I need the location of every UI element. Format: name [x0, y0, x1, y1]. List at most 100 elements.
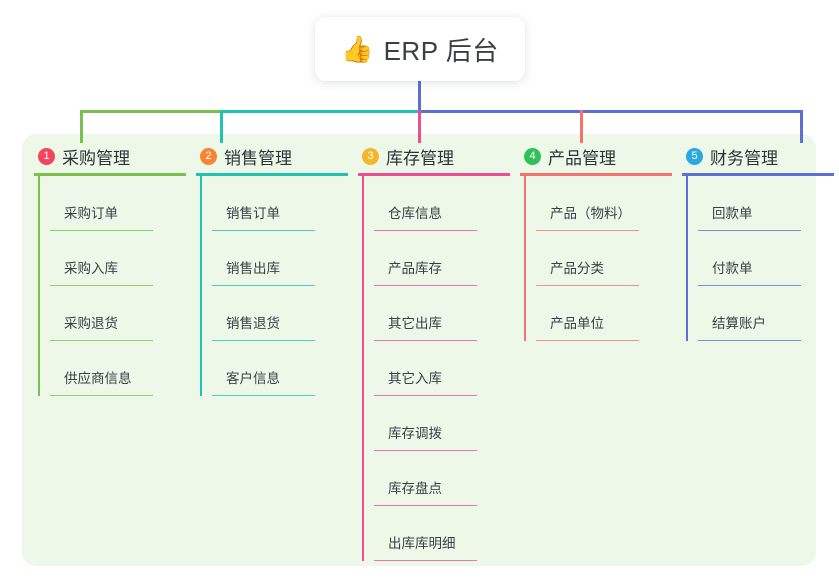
connector-bus-segment-3 [418, 110, 803, 113]
list-item-rule [698, 229, 801, 231]
list-item[interactable]: 付款单 [698, 231, 834, 286]
branch-column-1: 1 采购管理采购订单采购入库采购退货供应商信息 [34, 143, 186, 396]
list-item-rule [212, 284, 315, 286]
list-item-rule [212, 229, 315, 231]
column-spine [362, 176, 364, 561]
branch-column-3: 3 库存管理仓库信息产品库存其它出库其它入库库存调拨库存盘点出库库明细 [358, 143, 510, 561]
list-item-label: 其它出库 [388, 316, 442, 331]
column-spine [38, 176, 40, 396]
list-item-rule [536, 229, 639, 231]
column-header-rule [358, 173, 510, 176]
connector-drop-column-3 [418, 110, 421, 143]
connector-bus-segment-1 [80, 110, 220, 113]
list-item-rule [50, 339, 153, 341]
list-item[interactable]: 产品单位 [536, 286, 672, 341]
list-item-label: 客户信息 [226, 371, 280, 386]
list-item[interactable]: 销售退货 [212, 286, 348, 341]
column-badge-icon: 3 [362, 147, 379, 165]
list-item[interactable]: 出库库明细 [374, 506, 510, 561]
list-item-label: 库存盘点 [388, 481, 442, 496]
column-title: 销售管理 [224, 148, 292, 168]
connector-drop-column-4 [580, 110, 583, 143]
column-title: 采购管理 [62, 148, 130, 168]
list-item-label: 库存调拨 [388, 426, 442, 441]
column-badge-icon: 4 [524, 147, 541, 165]
thumbs-up-icon: 👍 [341, 34, 374, 64]
list-item-label: 付款单 [712, 261, 753, 276]
list-item-rule [374, 559, 477, 561]
column-header-rule [520, 173, 672, 176]
column-spine [524, 176, 526, 341]
diagram-background-panel [22, 134, 816, 566]
list-item-rule [212, 339, 315, 341]
list-item-rule [50, 284, 153, 286]
column-spine [200, 176, 202, 396]
root-node-erp-backend[interactable]: 👍 ERP 后台 [315, 17, 525, 81]
list-item-label: 产品分类 [550, 261, 604, 276]
list-item[interactable]: 产品库存 [374, 231, 510, 286]
column-header-4[interactable]: 4 产品管理 [520, 143, 672, 169]
column-header-rule [34, 173, 186, 176]
column-item-list: 回款单付款单结算账户 [682, 176, 834, 341]
column-title: 库存管理 [386, 148, 454, 168]
column-header-3[interactable]: 3 库存管理 [358, 143, 510, 169]
list-item-label: 供应商信息 [64, 371, 132, 386]
list-item-label: 销售出库 [226, 261, 280, 276]
list-item-rule [50, 394, 153, 396]
branch-column-2: 2 销售管理销售订单销售出库销售退货客户信息 [196, 143, 348, 396]
list-item[interactable]: 供应商信息 [50, 341, 186, 396]
list-item-label: 产品单位 [550, 316, 604, 331]
column-header-1[interactable]: 1 采购管理 [34, 143, 186, 169]
list-item[interactable]: 采购入库 [50, 231, 186, 286]
list-item-label: 其它入库 [388, 371, 442, 386]
list-item[interactable]: 采购退货 [50, 286, 186, 341]
branch-column-5: 5 财务管理回款单付款单结算账户 [682, 143, 834, 341]
list-item-rule [374, 504, 477, 506]
column-spine [686, 176, 688, 341]
column-header-5[interactable]: 5 财务管理 [682, 143, 834, 169]
list-item-rule [374, 449, 477, 451]
column-badge-icon: 1 [38, 147, 55, 165]
list-item[interactable]: 产品分类 [536, 231, 672, 286]
list-item-label: 采购入库 [64, 261, 118, 276]
list-item-label: 仓库信息 [388, 206, 442, 221]
connector-drop-column-1 [80, 110, 83, 143]
column-badge-icon: 5 [686, 147, 703, 165]
list-item[interactable]: 产品（物料） [536, 176, 672, 231]
connector-root-stem [418, 81, 421, 112]
connector-bus-segment-2 [220, 110, 418, 113]
list-item[interactable]: 销售出库 [212, 231, 348, 286]
list-item-label: 结算账户 [712, 316, 766, 331]
list-item-label: 销售订单 [226, 206, 280, 221]
column-header-2[interactable]: 2 销售管理 [196, 143, 348, 169]
list-item[interactable]: 其它出库 [374, 286, 510, 341]
connector-drop-column-5 [800, 110, 803, 143]
root-node-title: ERP 后台 [383, 35, 499, 66]
list-item-label: 产品库存 [388, 261, 442, 276]
list-item[interactable]: 回款单 [698, 176, 834, 231]
list-item-rule [698, 284, 801, 286]
list-item[interactable]: 仓库信息 [374, 176, 510, 231]
column-title: 产品管理 [548, 148, 616, 168]
list-item[interactable]: 其它入库 [374, 341, 510, 396]
list-item-rule [374, 394, 477, 396]
list-item[interactable]: 客户信息 [212, 341, 348, 396]
column-item-list: 销售订单销售出库销售退货客户信息 [196, 176, 348, 396]
list-item-rule [374, 339, 477, 341]
list-item[interactable]: 库存盘点 [374, 451, 510, 506]
column-item-list: 采购订单采购入库采购退货供应商信息 [34, 176, 186, 396]
column-title: 财务管理 [710, 148, 778, 168]
list-item[interactable]: 采购订单 [50, 176, 186, 231]
list-item-label: 出库库明细 [388, 536, 456, 551]
list-item-label: 回款单 [712, 206, 753, 221]
list-item[interactable]: 销售订单 [212, 176, 348, 231]
column-badge-icon: 2 [200, 147, 217, 165]
list-item[interactable]: 库存调拨 [374, 396, 510, 451]
column-item-list: 产品（物料） 产品分类产品单位 [520, 176, 672, 341]
connector-drop-column-2 [220, 110, 223, 143]
list-item-rule [374, 284, 477, 286]
list-item-label: 采购退货 [64, 316, 118, 331]
list-item[interactable]: 结算账户 [698, 286, 834, 341]
list-item-label: 产品（物料） [550, 206, 631, 221]
column-header-rule [682, 173, 834, 176]
